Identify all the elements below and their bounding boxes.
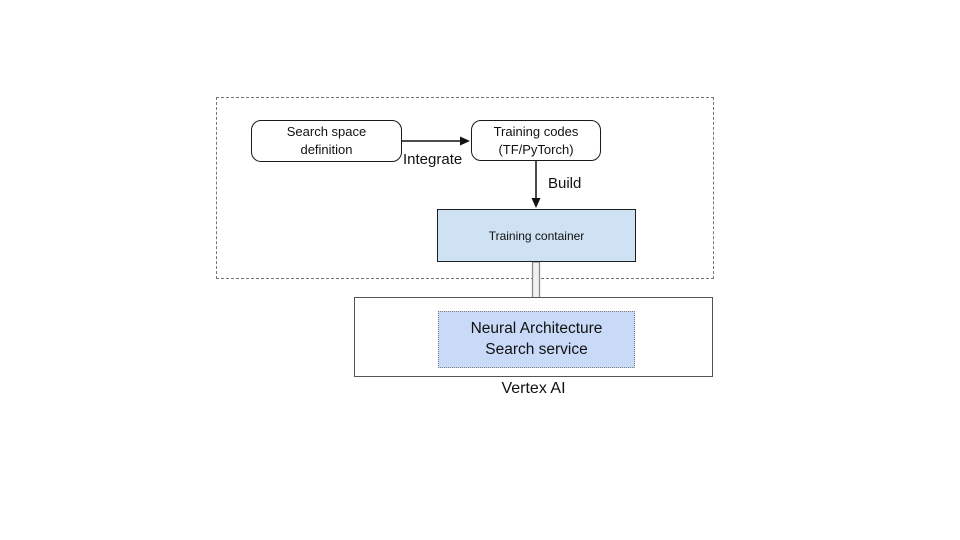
node-training-codes: Training codes (TF/PyTorch) <box>471 120 601 161</box>
workflow-group-box <box>216 97 714 279</box>
node-training-codes-label-line1: Training codes <box>493 123 579 139</box>
node-training-codes-label-line2: (TF/PyTorch) <box>498 141 574 157</box>
node-nas-service-label-line2: Search service <box>485 340 588 358</box>
integrate-edge-label: Integrate <box>403 151 463 168</box>
build-edge-label: Build <box>548 175 582 192</box>
node-search-space-definition: Search space definition <box>251 120 402 162</box>
node-search-space-label-line1: Search space <box>286 124 367 140</box>
vertex-ai-caption: Vertex AI <box>501 380 566 397</box>
node-training-container: Training container <box>437 209 636 262</box>
node-search-space-label-line2: definition <box>300 142 353 157</box>
node-nas-service-label-line1: Neural Architecture <box>470 319 603 337</box>
node-training-container-label: Training container <box>488 228 585 243</box>
node-nas-service: Neural Architecture Search service <box>438 311 635 368</box>
